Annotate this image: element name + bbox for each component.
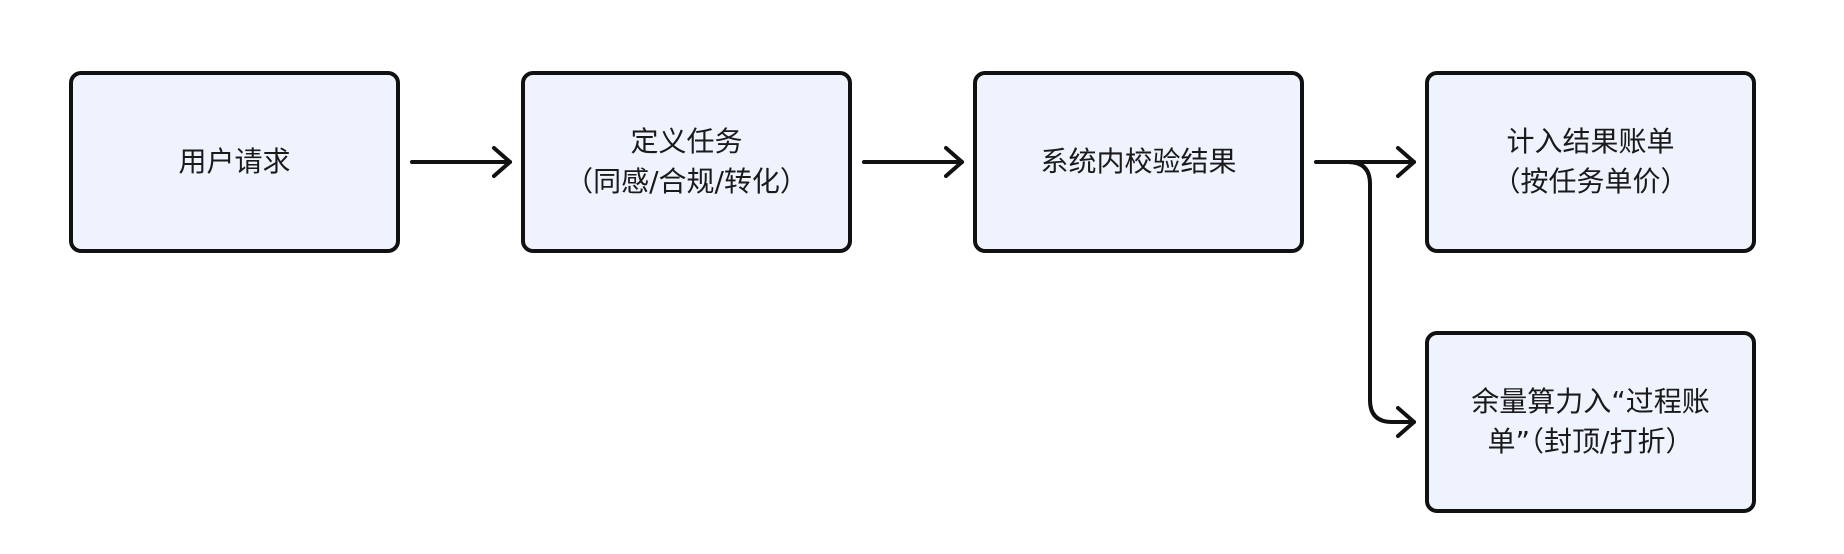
arrow-request-to-define	[410, 146, 512, 178]
node-sublabel: （同感/合规/转化）	[565, 165, 808, 198]
arrow-validate-to-surplus	[1318, 160, 1416, 438]
node-label: 用户请求	[178, 145, 291, 178]
node-define-task: 定义任务 （同感/合规/转化）	[521, 71, 852, 253]
node-label: 计入结果账单	[1506, 125, 1675, 158]
node-label: 余量算力入“过程账	[1471, 385, 1710, 418]
node-validate-result: 系统内校验结果	[973, 71, 1304, 253]
node-surplus-compute: 余量算力入“过程账 单”（封顶/打折）	[1425, 331, 1756, 513]
node-label: 定义任务	[630, 125, 743, 158]
node-sublabel: 单”（封顶/打折）	[1487, 425, 1694, 458]
arrow-define-to-validate	[862, 146, 964, 178]
node-user-request: 用户请求	[69, 71, 400, 253]
node-billing: 计入结果账单 （按任务单价）	[1425, 71, 1756, 253]
node-sublabel: （按任务单价）	[1492, 165, 1689, 198]
node-label: 系统内校验结果	[1040, 145, 1237, 178]
